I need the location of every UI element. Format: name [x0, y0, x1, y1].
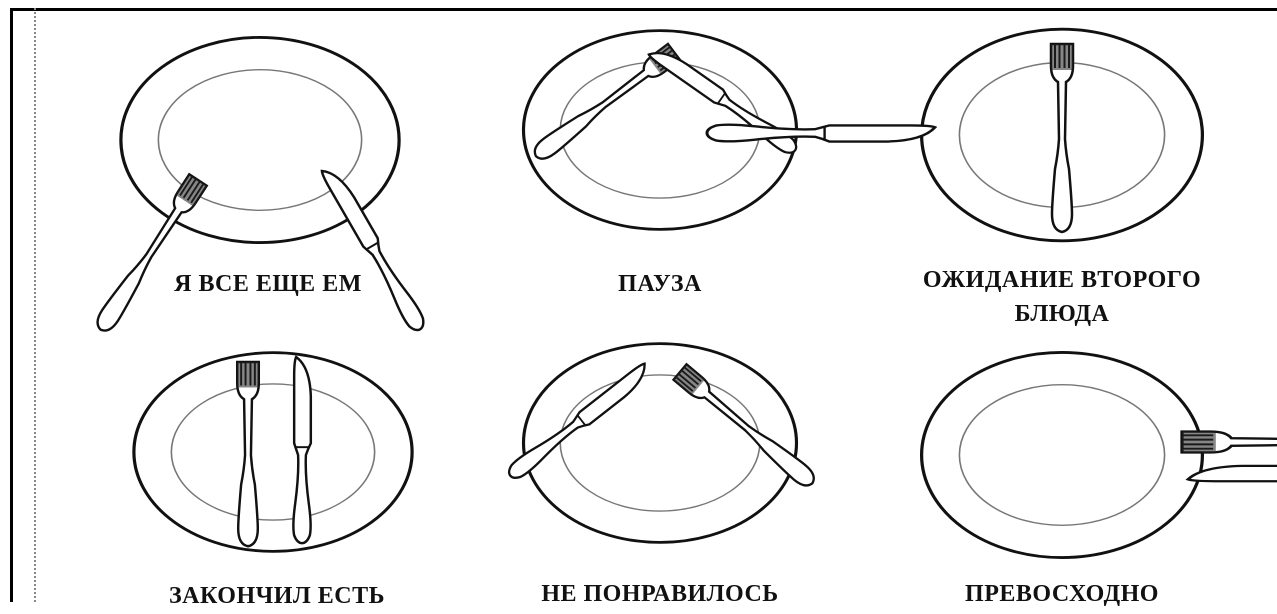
plate-excellent: [922, 352, 1203, 557]
fork-excellent: [1182, 432, 1277, 453]
plate-did-not-like: [524, 344, 797, 543]
caption-waiting-line1: ОЖИДАНИЕ ВТОРОГО: [923, 262, 1201, 298]
caption-finished-eating: ЗАКОНЧИЛ ЕСТЬ: [169, 578, 385, 614]
caption-excellent: ПРЕВОСХОДНО: [965, 576, 1159, 612]
plate-finished: [134, 353, 412, 552]
caption-still-eating: Я ВСЕ ЕЩЕ ЕМ: [174, 266, 362, 302]
knife-finished: [293, 357, 310, 543]
caption-waiting-line2: БЛЮДА: [1015, 296, 1110, 332]
knife-waiting: [707, 125, 935, 142]
caption-did-not-like: НЕ ПОНРАВИЛОСЬ: [541, 576, 778, 612]
caption-pause: ПАУЗА: [618, 266, 702, 302]
